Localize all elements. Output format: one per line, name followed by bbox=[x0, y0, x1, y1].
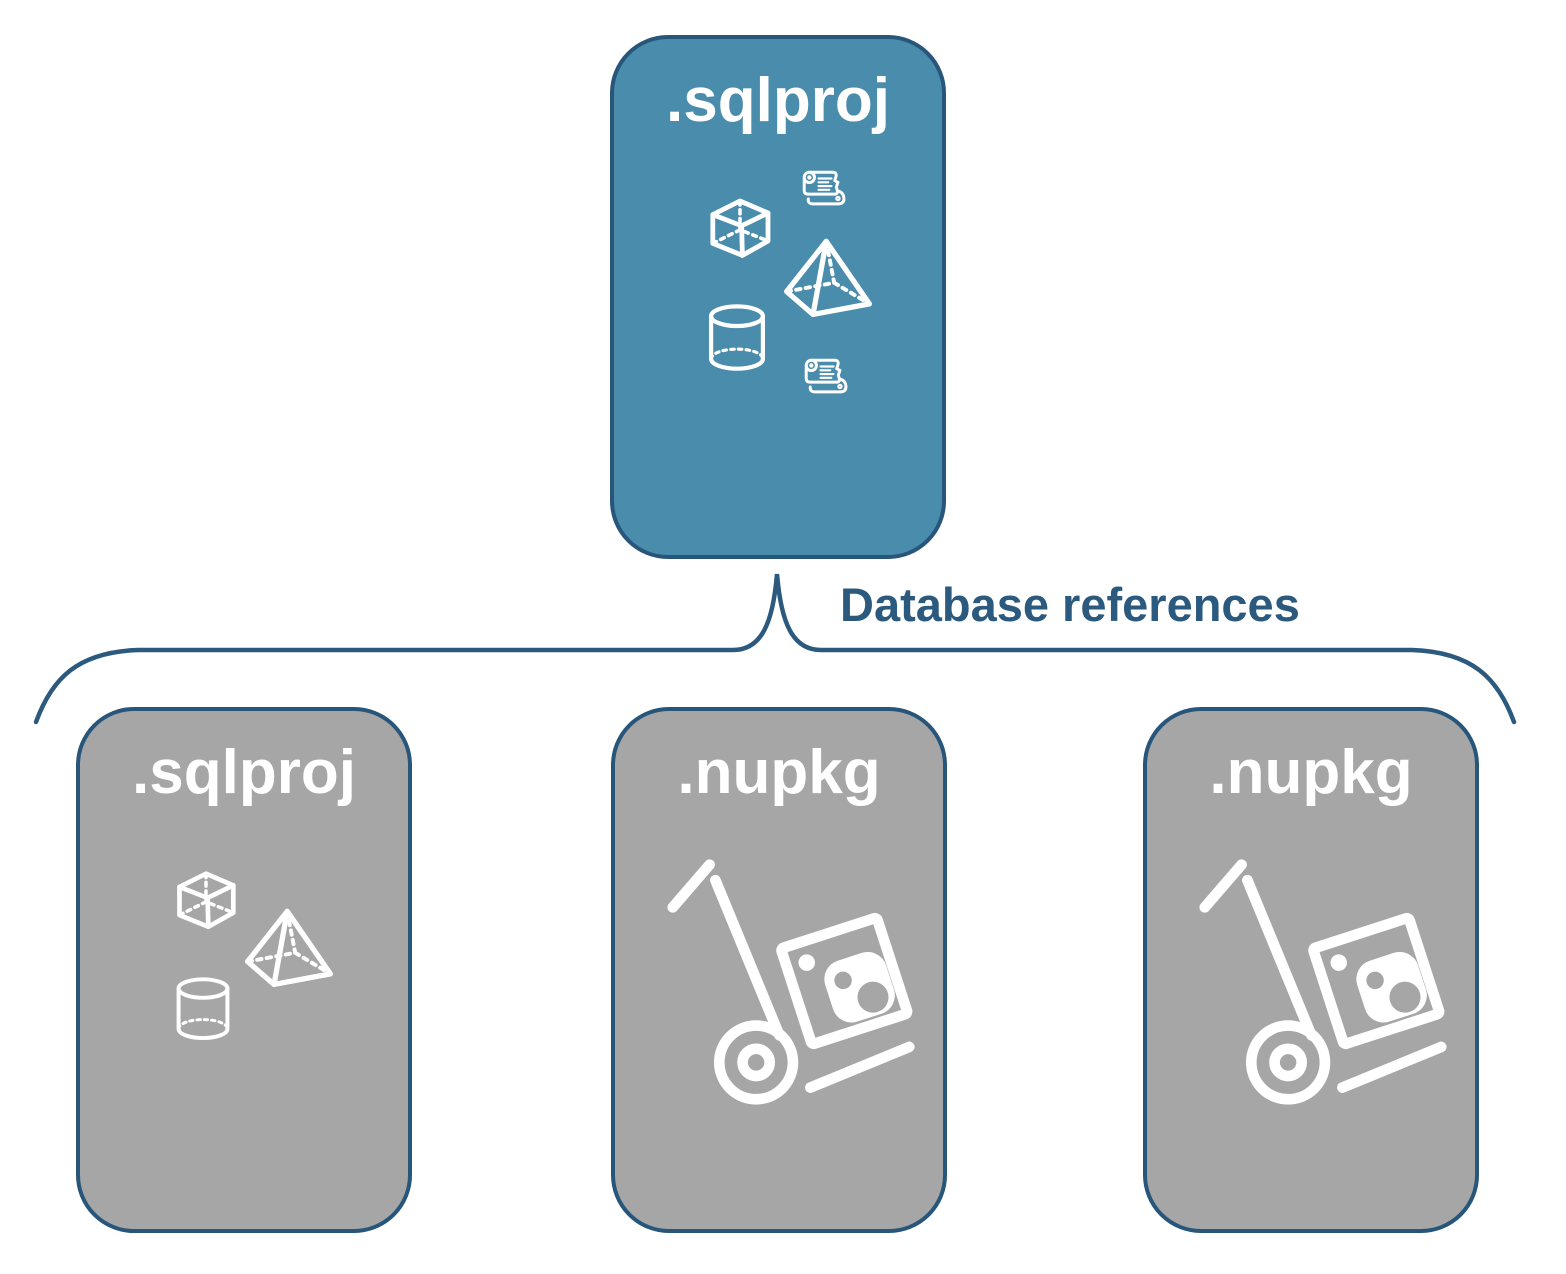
cylinder-icon bbox=[702, 301, 772, 379]
hand-truck-package-icon bbox=[665, 855, 917, 1107]
node-sqlproj-root: .sqlproj bbox=[610, 35, 946, 559]
cube-icon bbox=[165, 862, 247, 940]
node-nupkg-child-1: .nupkg bbox=[611, 707, 947, 1233]
node-sqlproj-child: .sqlproj bbox=[76, 707, 412, 1233]
node-nupkg-child-1-title: .nupkg bbox=[677, 738, 881, 807]
node-nupkg-child-2: .nupkg bbox=[1143, 707, 1479, 1233]
node-sqlproj-root-title: .sqlproj bbox=[666, 66, 890, 135]
cube-icon bbox=[694, 189, 786, 269]
pyramid-icon bbox=[776, 237, 880, 325]
pyramid-icon bbox=[240, 907, 338, 995]
node-nupkg-child-2-title: .nupkg bbox=[1209, 738, 1413, 807]
node-sqlproj-child-title: .sqlproj bbox=[132, 738, 356, 807]
cylinder-icon bbox=[170, 973, 236, 1049]
scroll-icon bbox=[796, 165, 854, 219]
hand-truck-package-icon bbox=[1197, 855, 1449, 1107]
connector-label: Database references bbox=[840, 578, 1300, 631]
scroll-icon bbox=[798, 353, 856, 407]
